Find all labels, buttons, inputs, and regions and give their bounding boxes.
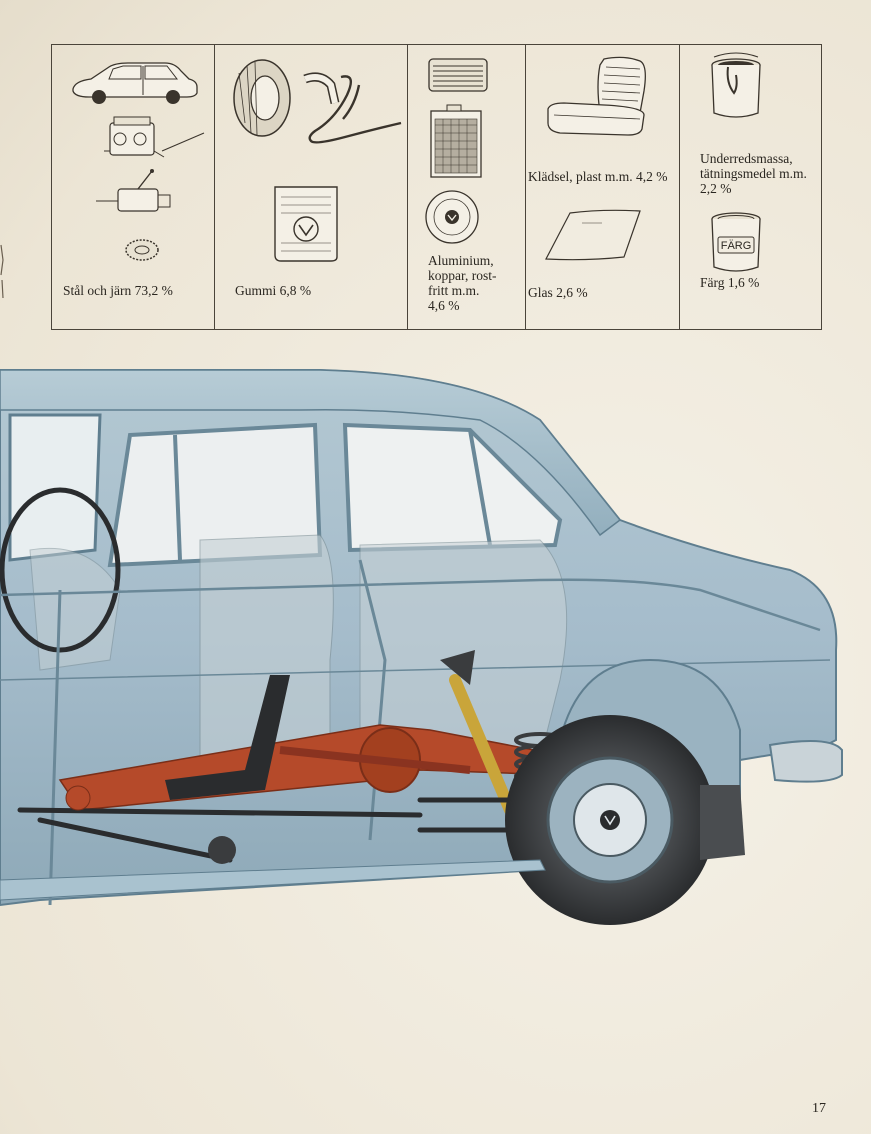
material-label-paint: Färg 1,6 % [700,275,760,290]
material-label-glass: Glas 2,6 % [528,285,588,300]
car-roof [0,369,622,537]
materials-table: Stål och järn 73,2 % [51,44,822,330]
radiator-icon [427,104,485,181]
binding-mark [0,244,4,299]
grille-icon [427,57,489,93]
car-body-icon [69,57,201,109]
material-label-upholstery: Klädsel, plast m.m. 4,2 % [528,169,668,184]
material-cell-underseal: Underredsmassa, tätningsmedel m.m. 2,2 %… [680,45,823,329]
material-cell-steel: Stål och järn 73,2 % [52,45,215,329]
rear-bumper [768,740,843,783]
underseal-can-icon [708,52,764,121]
paint-can-label: FÄRG [721,240,752,252]
linkage-rods [17,797,543,863]
car-cutaway-illustration [0,369,843,925]
material-cell-aluminium: Aluminium, koppar, rost- fritt m.m. 4,6 … [408,45,526,329]
windshield-window [8,413,102,562]
shock-absorber [449,674,516,816]
page-number: 17 [812,1101,826,1116]
seat-bracket [165,675,290,800]
material-cell-upholstery: Klädsel, plast m.m. 4,2 % Glas 2,6 % [526,45,680,329]
rear-seat [359,539,568,766]
material-label-underseal: Underredsmassa, tätningsmedel m.m. 2,2 % [700,151,807,196]
windshield-icon [542,209,644,263]
material-label-steel: Stål och järn 73,2 % [63,283,173,298]
rubber-hose-icon [301,69,341,109]
mud-flap-icon [271,183,341,263]
gear-wheel-icon [122,235,162,265]
hubcap-icon [424,189,480,245]
mud-flap [700,785,745,860]
tire-icon [227,53,297,143]
material-cell-rubber: Gummi 6,8 % [215,45,408,329]
rear-door-window [342,422,563,553]
steering-wheel [0,487,121,653]
seat-icon [544,55,652,137]
engine-icon [100,111,210,169]
gearbox-icon [90,169,180,225]
paint-can-icon: FÄRG [708,211,764,275]
front-seat [199,534,334,766]
material-label-rubber: Gummi 6,8 % [235,283,312,298]
material-label-aluminium: Aluminium, koppar, rost- fritt m.m. 4,6 … [428,253,497,313]
rubber-seal-icon [305,75,405,145]
